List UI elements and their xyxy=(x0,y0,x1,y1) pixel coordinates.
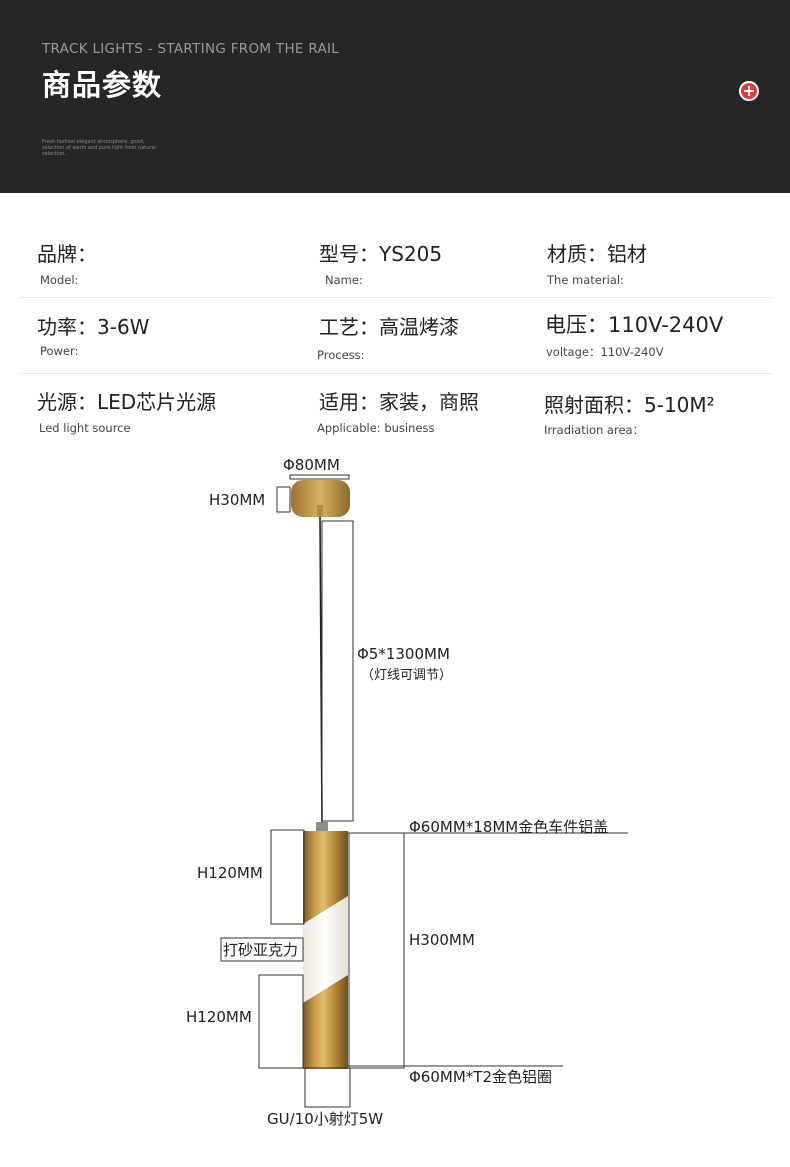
upper-height-label: H120MM xyxy=(197,864,263,882)
lamp-bracket xyxy=(304,1067,351,1108)
total-height-label: H300MM xyxy=(409,931,475,949)
header-small-text: Fresh fashion elegant atmosphere, good, … xyxy=(42,139,156,157)
spec-applicable: 适用：家装，商照 Applicable: business xyxy=(317,386,479,435)
canopy-width-bracket xyxy=(289,474,350,480)
spec-power-label: 功率：3-6W xyxy=(37,315,150,339)
canopy-height-bracket xyxy=(276,486,291,513)
diffuser-label: 打砂亚克力 xyxy=(223,941,298,959)
canopy-diameter-label: Φ80MM xyxy=(283,456,340,474)
lamp-body xyxy=(303,822,348,1069)
spec-light-source-en: Led light source xyxy=(39,421,131,435)
upper-height-bracket xyxy=(270,829,305,925)
spec-model: 型号：YS205 Name: xyxy=(319,238,442,287)
spec-voltage: 电压：110V-240V voltage：110V-240V xyxy=(545,309,723,360)
lower-height-bracket xyxy=(258,974,304,1069)
total-height-bracket xyxy=(348,832,405,1069)
cable-label: Φ5*1300MM xyxy=(357,645,450,663)
spec-voltage-en: voltage：110V-240V xyxy=(546,345,664,359)
cable-note-label: （灯线可调节） xyxy=(361,668,452,683)
bottom-ring-label: Φ60MM*T2金色铝圈 xyxy=(409,1068,552,1086)
spec-brand: 品牌： Model: xyxy=(37,238,97,287)
spec-area-en: Irradiation area： xyxy=(544,423,645,437)
plus-icon[interactable] xyxy=(739,81,759,101)
dimension-diagram: Φ80MM H30MM Φ5*1300MM （灯线可调节） Φ60MM*18MM… xyxy=(186,456,628,1128)
spec-power-en: Power: xyxy=(40,344,79,358)
spec-material-en: The material: xyxy=(547,273,624,287)
header-banner: TRACK LIGHTS - STARTING FROM THE RAIL 商品… xyxy=(0,0,790,193)
canopy-height-label: H30MM xyxy=(209,491,265,509)
spec-model-en: Name: xyxy=(325,273,363,287)
spec-process: 工艺：高温烤漆 Process: xyxy=(317,311,459,362)
lamp-label: GU/10小射灯5W xyxy=(267,1110,383,1128)
divider xyxy=(18,373,772,374)
page-title: 商品参数 xyxy=(42,68,163,102)
spec-power: 功率：3-6W Power: xyxy=(37,311,149,358)
diffuser-bracket xyxy=(220,937,304,962)
top-cap-label: Φ60MM*18MM金色车件铝盖 xyxy=(409,818,608,836)
header-subtitle: TRACK LIGHTS - STARTING FROM THE RAIL xyxy=(42,41,340,57)
spec-area-label: 照射面积：5-10M² xyxy=(544,393,715,417)
spec-process-en: Process: xyxy=(317,348,365,362)
spec-applicable-en: Applicable: business xyxy=(317,421,435,435)
spec-light-source-label: 光源：LED芯片光源 xyxy=(37,390,217,414)
spec-material-label: 材质：铝材 xyxy=(547,242,647,266)
spec-material: 材质：铝材 The material: xyxy=(547,238,647,287)
cable-length-bracket xyxy=(321,520,354,822)
spec-brand-en: Model: xyxy=(40,273,79,287)
spec-brand-label: 品牌： xyxy=(37,242,97,266)
canopy xyxy=(291,480,350,517)
spec-light-source: 光源：LED芯片光源 Led light source xyxy=(37,386,216,435)
spec-model-label: 型号：YS205 xyxy=(319,242,443,266)
spec-area: 照射面积：5-10M² Irradiation area： xyxy=(544,389,715,438)
spec-process-label: 工艺：高温烤漆 xyxy=(319,315,459,339)
lower-height-label: H120MM xyxy=(186,1008,252,1026)
spec-voltage-label: 电压：110V-240V xyxy=(545,313,724,337)
spec-applicable-label: 适用：家装，商照 xyxy=(319,390,479,414)
divider xyxy=(18,297,772,298)
